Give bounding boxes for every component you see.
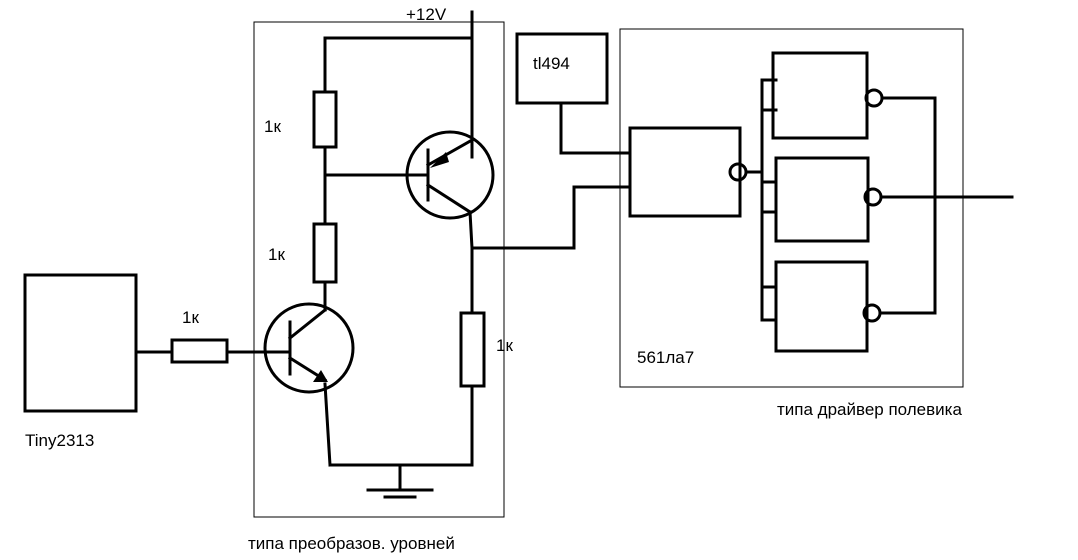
pwm-label: tl494 (533, 54, 570, 73)
resistor-collector-label: 1к (496, 336, 513, 355)
mcu-label: Tiny2313 (25, 431, 94, 450)
driver-box (619, 28, 964, 388)
ground-symbol (366, 463, 434, 499)
logic-label: 561ла7 (637, 348, 694, 367)
nand-gate-2 (774, 156, 883, 243)
nand-gate-1 (771, 51, 884, 140)
resistor-collector (459, 311, 486, 388)
nand-gate-input (628, 126, 748, 218)
level-shifter-box (253, 21, 505, 518)
input-resistor (170, 338, 229, 364)
mcu-block (23, 273, 138, 413)
npn-transistor (263, 302, 355, 394)
pnp-transistor (405, 130, 495, 220)
resistor-mid-label: 1к (268, 245, 285, 264)
driver-caption: типа драйвер полевика (777, 400, 962, 419)
input-resistor-label: 1к (182, 308, 199, 327)
resistor-top (312, 90, 338, 149)
resistor-mid (312, 222, 338, 284)
supply-label: +12V (406, 5, 447, 24)
level-shifter-caption: типа преобразов. уровней (248, 534, 455, 553)
nand-gate-3 (774, 260, 882, 353)
resistor-top-label: 1к (264, 117, 281, 136)
